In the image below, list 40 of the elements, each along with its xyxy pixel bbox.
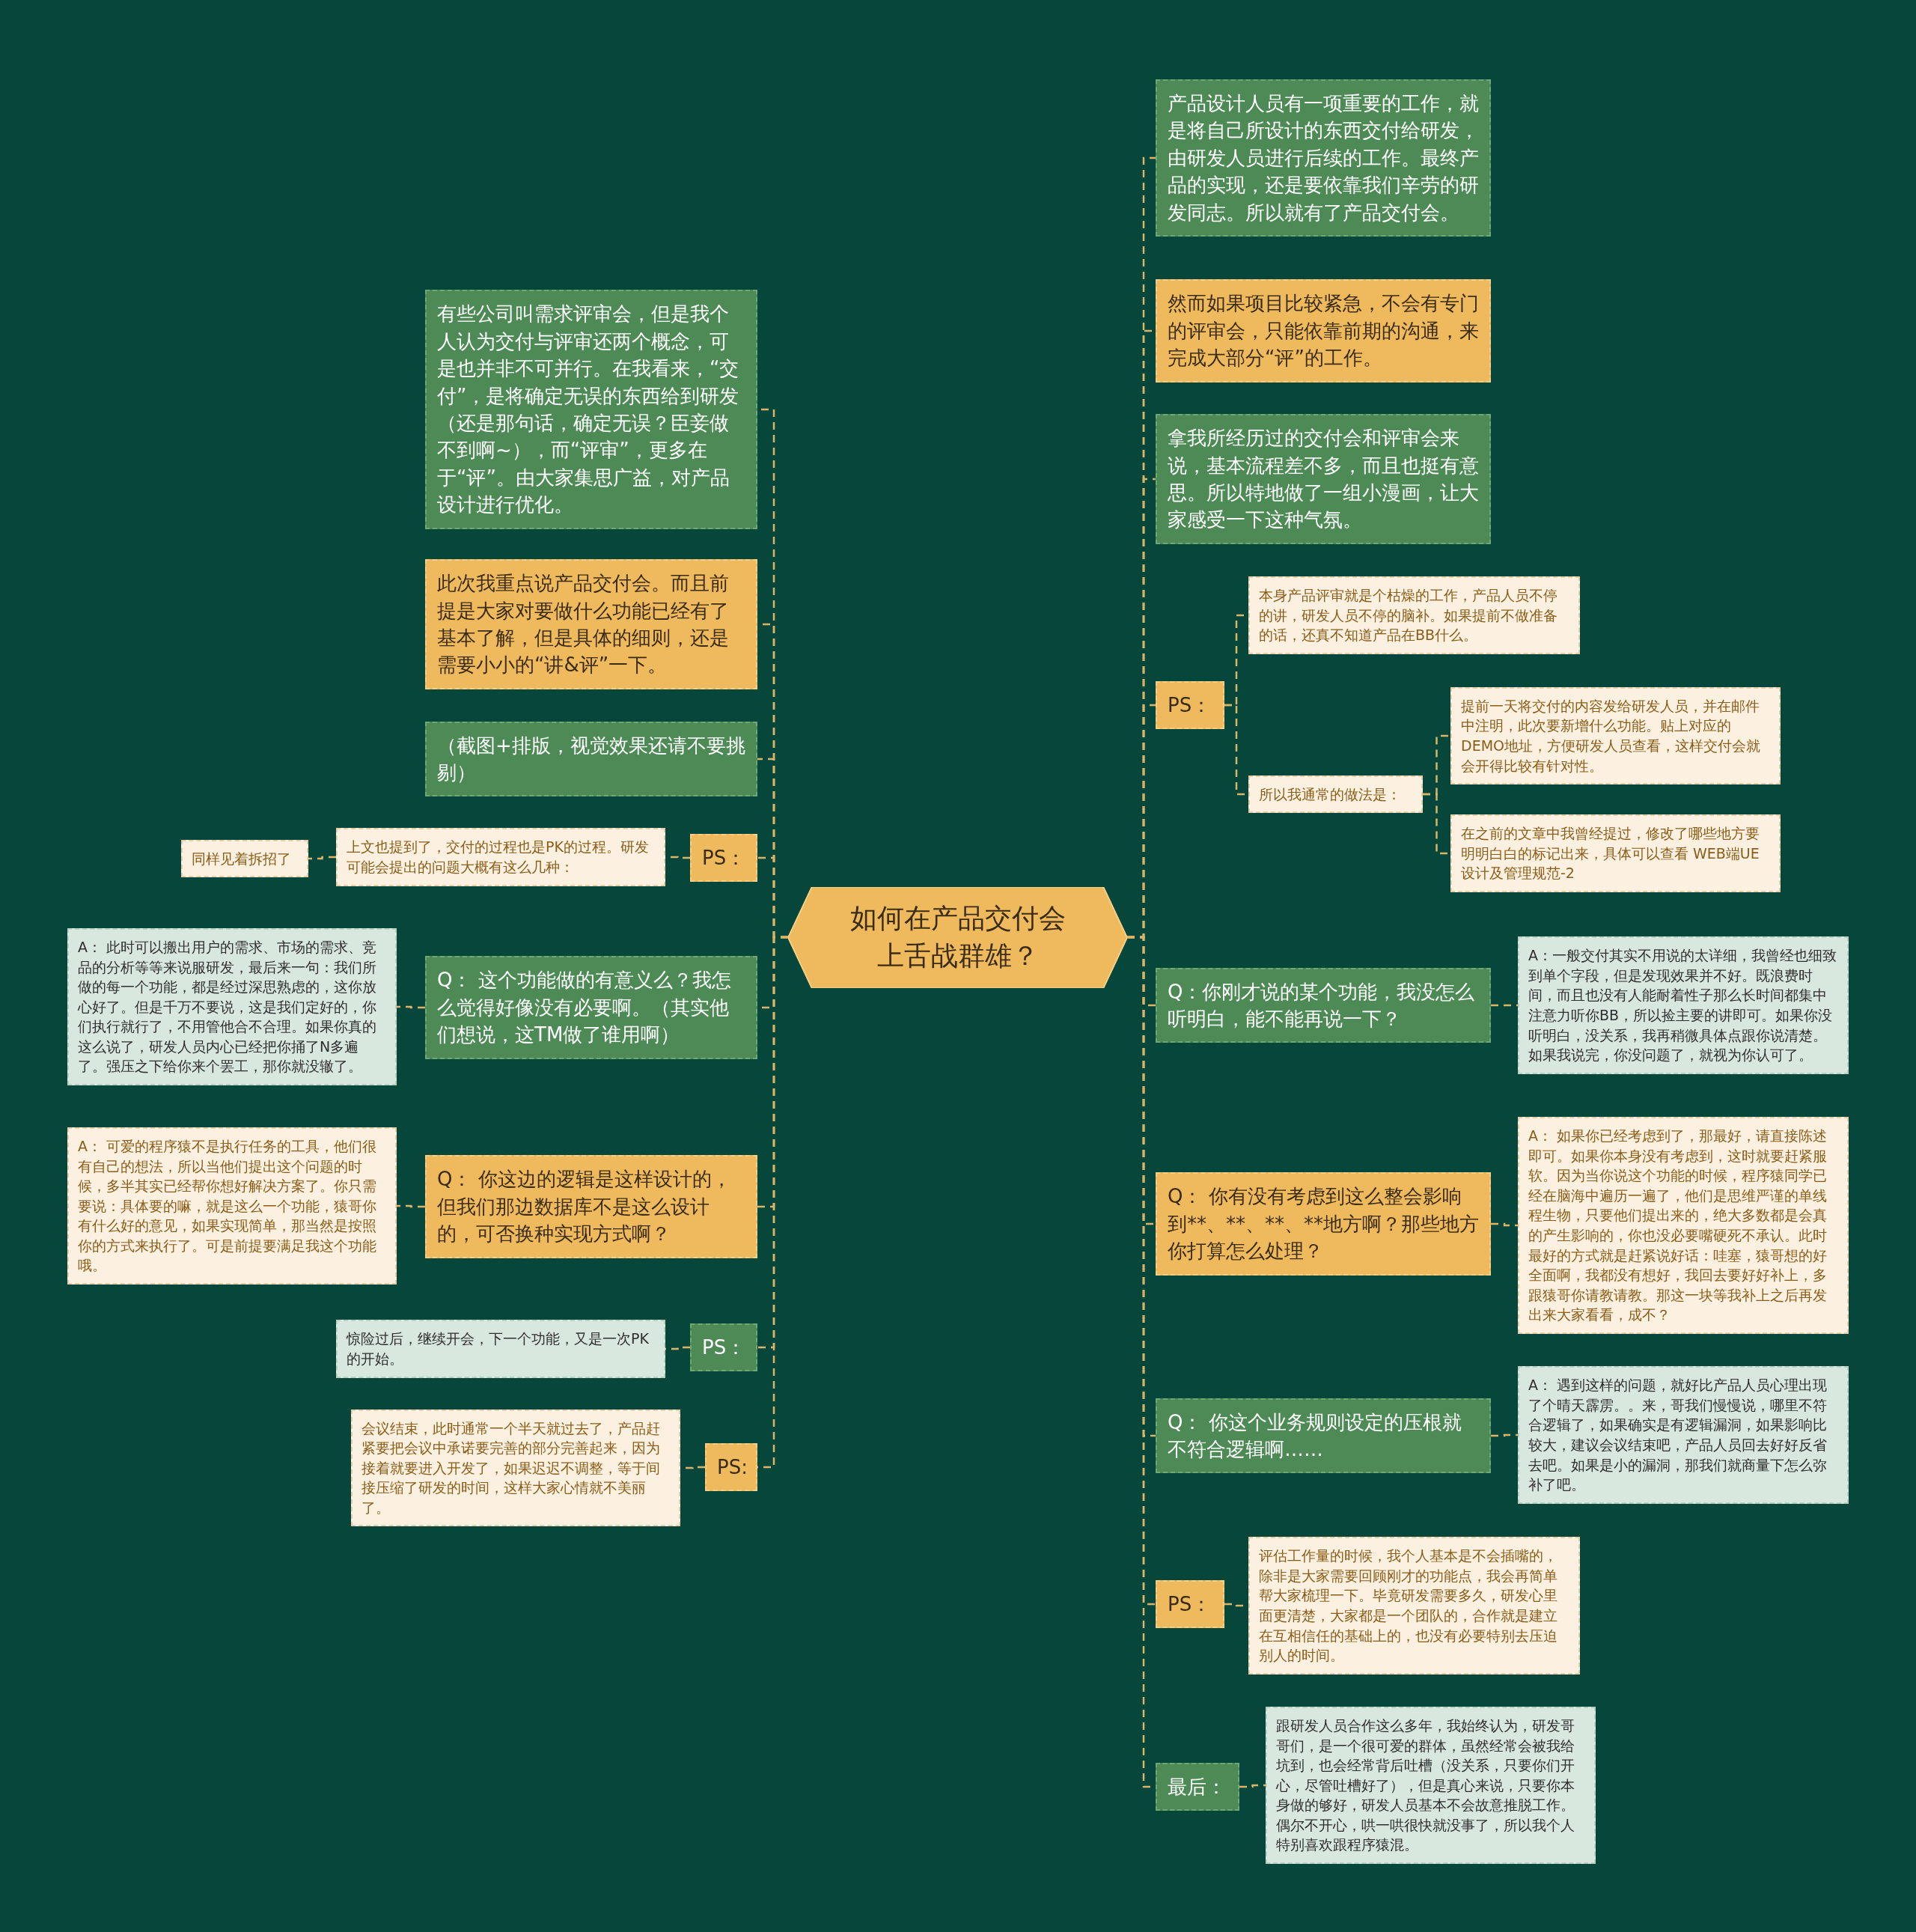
topic-box: PS：	[1156, 1579, 1224, 1629]
note-box: A： 遇到这样的问题，就好比产品人员心理出现了个晴天霹雳。。来，哥我们慢慢说，哪里不符合逻辑了，如果确实是有逻辑漏洞，如果影响比较大，建议会议结束吧，产品人员回去好好反省去吧。如果是小的漏洞，那我们就商量下怎么弥补了吧。	[1518, 1366, 1849, 1504]
note-box: A： 如果你已经考虑到了，那最好，请直接陈述即可。如果你本身没有考虑到，这时就要赶紧服软。因为当你说这个功能的时候，程序猿同学已经在脑海中遍历一遍了，他们是思维严谨的单线程生物，只要他们提出来的，绝大多数都是会真的产生影响的，你也没必要嘴硬死不承认。此时最好的方式就是赶紧说好话：哇塞，猿哥想的好全面啊，我都没有想好，我回去要好好补上，多跟猿哥你请教请教。那这一块等我补上之后再发出来大家看看，成不？	[1518, 1117, 1849, 1334]
topic-box: 最后：	[1156, 1762, 1239, 1811]
connector-line	[1491, 1433, 1518, 1437]
note-box: 本身产品评审就是个枯燥的工作，产品人员不停的讲，研发人员不停的脑补。如果提前不做准备的话，还真不知道产品在BB什么。	[1248, 576, 1580, 654]
topic-box: 拿我所经历过的交付会和评审会来说，基本流程差不多，而且也挺有意思。所以特地做了一组小漫画，让大家感受一下这种气氛。	[1156, 414, 1491, 544]
note-box: A：一般交付其实不用说的太详细，我曾经也细致到单个字段，但是发现效果并不好。既浪费时间，而且也没有人能耐着性子那么长时间都集中注意力听你BB，所以捡主要的讲即可。如果你没听明白，没关系，我再稍微具体点跟你说清楚。如果我说完，你没问题了，就视为你认可了。	[1518, 936, 1849, 1074]
note-box: 跟研发人员合作这么多年，我始终认为，研发哥哥们，是一个很可爱的群体，虽然经常会被我给坑到，也会经常背后吐槽（没关系，只要你们开心，尽管吐槽好了），但是真心来说，只要你本身做的够好，研发人员基本不会故意推脱工作。偶尔不开心，哄一哄很快就没事了，所以我个人特别喜欢跟程序猿混。	[1266, 1706, 1596, 1865]
topic-box: Q： 你这个业务规则设定的压根就不符合逻辑啊……	[1156, 1398, 1491, 1474]
connector-line	[1491, 1004, 1518, 1007]
note-box: A： 可爱的程序猿不是执行任务的工具，他们很有自己的想法，所以当他们提出这个问题的时候，多半其实已经帮你想好解决方案了。你只需要说：具体要的嘛，就是这么一个功能，猿哥你有什么好的意见，如果实现简单，那当然是按照你的方式来执行了。可是前提要满足我这个功能哦。	[67, 1127, 397, 1285]
connector-line	[308, 856, 336, 860]
connector-line	[397, 1204, 425, 1208]
note-box: 惊险过后，继续开会，下一个功能，又是一次PK的开始。	[336, 1320, 665, 1378]
topic-box: Q： 这个功能做的有意义么？我怎么觉得好像没有必要啊。（其实他们想说，这TM做了谁用啊）	[425, 956, 757, 1059]
note-box: 会议结束，此时通常一个半天就过去了，产品赶紧要把会议中承诺要完善的部分完善起来，因为接着就要进入开发了，如果迟迟不调整，等于间接压缩了研发的时间，这样大家心情就不美丽了。	[351, 1409, 680, 1527]
topic-box: PS：	[690, 833, 757, 883]
topic-box: 然而如果项目比较紧急，不会有专门的评审会，只能依靠前期的沟通，来完成大部分“评”的工作。	[1156, 279, 1491, 383]
topic-box: Q：你刚才说的某个功能，我没怎么听明白，能不能再说一下？	[1156, 967, 1491, 1043]
topic-box: 此次我重点说产品交付会。而且前提是大家对要做什么功能已经有了基本了解，但是具体的细则，还是需要小小的“讲&评”一下。	[425, 559, 757, 689]
topic-box: 产品设计人员有一项重要的工作，就是将自己所设计的东西交付给研发，由研发人员进行后续的工作。最终产品的实现，还是要依靠我们辛劳的研发同志。所以就有了产品交付会。	[1156, 79, 1491, 237]
note-box: 在之前的文章中我曾经提过，修改了哪些地方要明明白白的标记出来，具体可以查看 WEB端UE设计及管理规范-2	[1450, 814, 1781, 892]
connector-line	[397, 1005, 425, 1009]
note-box: A： 此时可以搬出用户的需求、市场的需求、竞品的分析等等来说服研发，最后来一句：我们所做的每一个功能，都是经过深思熟虑的，这你放心好了。但是千万不要说，这是我们定好的，你们执行就行了，不用管他合不合理。如果你真的这么说了，研发人员内心已经把你捅了N多遍了。强压之下给你来个罢工，那你就没辙了。	[67, 927, 397, 1086]
note-box: 提前一天将交付的内容发给研发人员，并在邮件中注明，此次要新增什么功能。贴上对应的DEMO地址，方便研发人员查看，这样交付会就会开得比较有针对性。	[1450, 686, 1781, 785]
topic-box: 有些公司叫需求评审会，但是我个人认为交付与评审还两个概念，可是也并非不可并行。在我看来，“交付”，是将确定无误的东西给到研发（还是那句话，确定无误？臣妾做不到啊~），而“评审”，更多在于“评”。由大家集思广益，对产品设计进行优化。	[425, 290, 757, 529]
connector-line	[1239, 1784, 1266, 1788]
topic-box: PS：	[690, 1323, 757, 1372]
central-topic-hexagon: 如何在产品交付会上舌战群雄？	[788, 886, 1127, 988]
topic-box: Q： 你有没有考虑到这么整会影响到**、**、**、**地方啊？那些地方你打算怎么处理？	[1156, 1172, 1491, 1276]
topic-box: PS：	[1156, 680, 1224, 730]
topic-box: PS:	[705, 1442, 757, 1492]
note-box: 评估工作量的时候，我个人基本是不会插嘴的，除非是大家需要回顾刚才的功能点，我会再简单帮大家梳理一下。毕竟研发需要多久，研发心里面更清楚，大家都是一个团队的，合作就是建立在互相信任的基础上的，也没有必要特别去压迫别人的时间。	[1248, 1537, 1580, 1674]
note-box: 所以我通常的做法是：	[1248, 775, 1423, 814]
connector-line	[1491, 1222, 1518, 1227]
note-box: 上文也提到了，交付的过程也是PK的过程。研发可能会提出的问题大概有这么几种：	[336, 828, 665, 886]
topic-box: （截图+排版，视觉效果还请不要挑剔）	[425, 721, 757, 797]
note-box: 同样见着拆招了	[181, 839, 308, 878]
topic-box: Q： 你这边的逻辑是这样设计的，但我们那边数据库不是这么设计的，可否换种实现方式啊？	[425, 1155, 757, 1258]
